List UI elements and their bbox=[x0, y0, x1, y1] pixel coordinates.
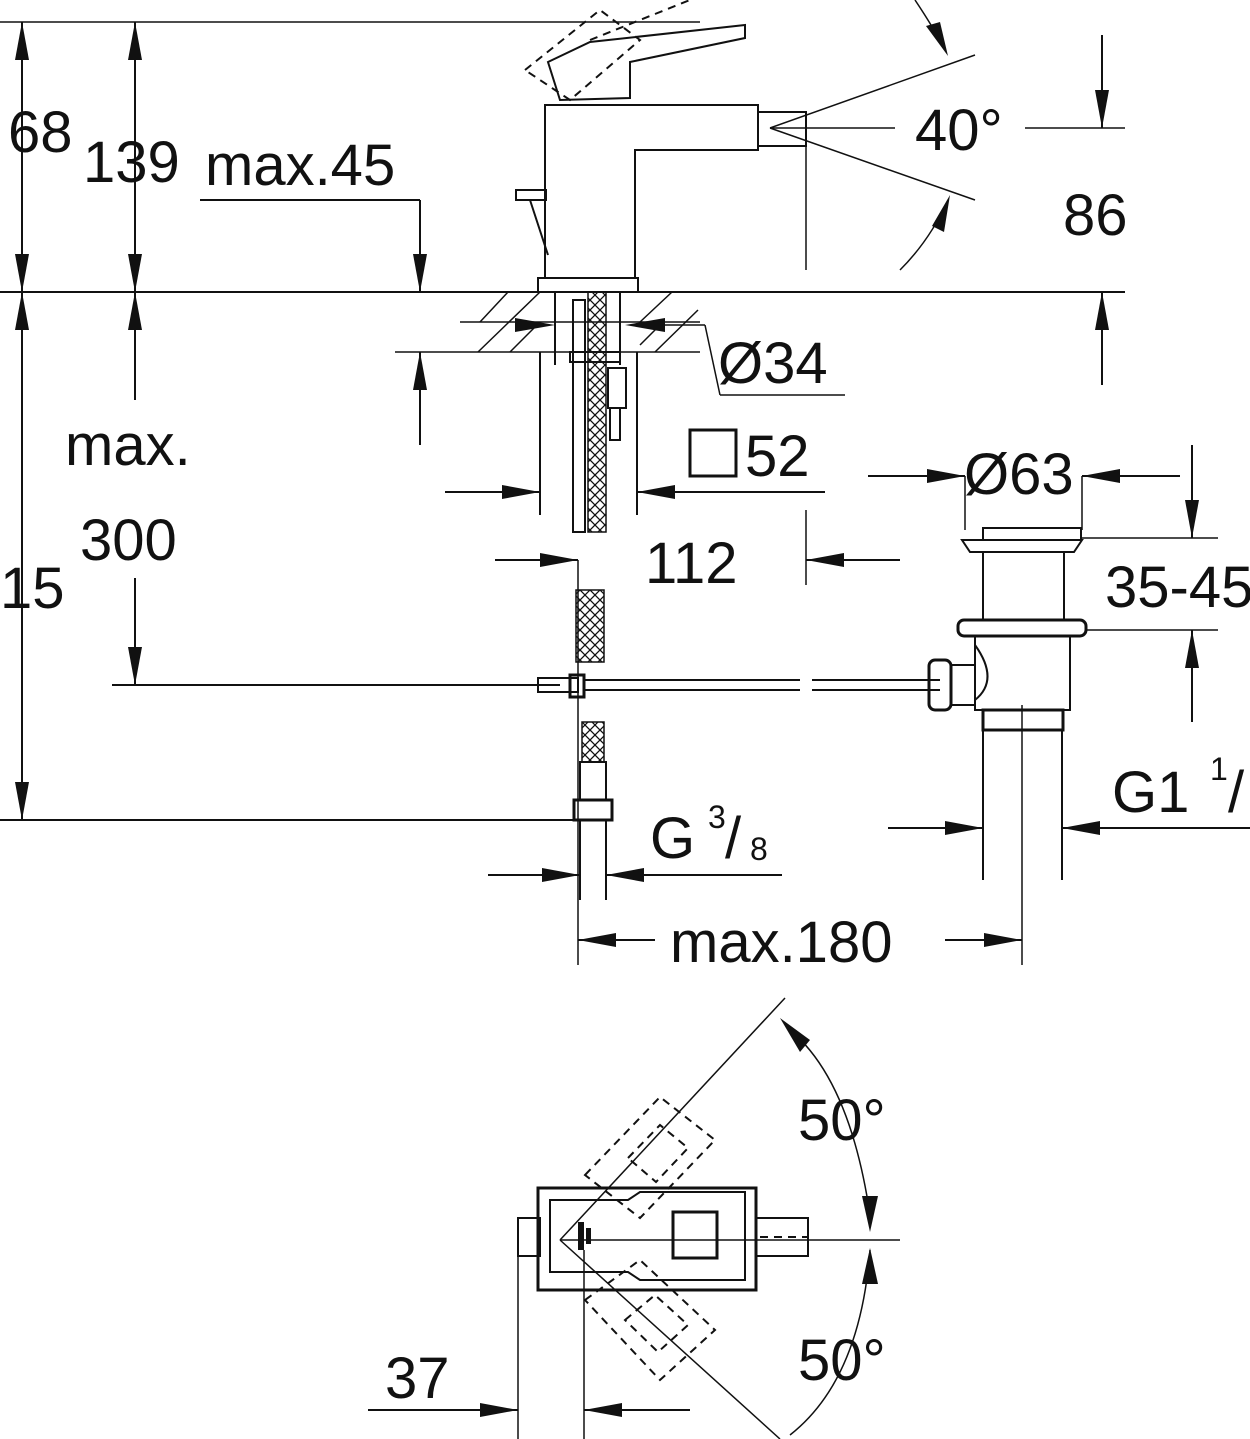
waste-valve bbox=[927, 527, 1088, 965]
square-section-dim bbox=[445, 428, 825, 499]
supply-fraction-sep: / bbox=[725, 806, 742, 871]
top-view: 50° 50° 37 bbox=[368, 997, 900, 1439]
hole-diameter-leader bbox=[515, 318, 845, 396]
supply-fraction-num: 3 bbox=[708, 799, 726, 835]
supply-thread-dim bbox=[488, 868, 782, 882]
waste-diameter-label: Ø63 bbox=[964, 442, 1074, 507]
max-180-label: max.180 bbox=[670, 910, 892, 975]
top-body bbox=[517, 1186, 809, 1292]
max-label: max. bbox=[65, 413, 191, 478]
tail-300-label: 300 bbox=[80, 508, 177, 573]
popup-linkage bbox=[537, 673, 940, 699]
left-dimension-lines bbox=[0, 21, 700, 820]
waste-thread-label: G1 bbox=[1112, 760, 1189, 825]
lever-max-leader bbox=[200, 199, 427, 292]
lever-max-label: max.45 bbox=[205, 133, 395, 198]
spout-height-label: 86 bbox=[1063, 183, 1128, 248]
waste-thread-dim bbox=[888, 821, 1250, 835]
height-139-label: 139 bbox=[83, 130, 180, 195]
deck-max-dim bbox=[413, 352, 427, 445]
side-view: 68 139 max.45 40° 86 Ø34 max. 52 Ø63 300… bbox=[0, 0, 1250, 975]
width-37-label: 37 bbox=[385, 1346, 450, 1411]
square-section-icon bbox=[688, 428, 738, 478]
waste-thread-fraction-sep: / bbox=[1228, 760, 1245, 825]
mixer-body bbox=[515, 0, 807, 293]
angle-lower-label: 50° bbox=[798, 1328, 886, 1393]
shank-and-hoses bbox=[539, 291, 638, 965]
projection-112-label: 112 bbox=[645, 531, 737, 596]
spout-height-dim bbox=[1095, 35, 1109, 385]
square-section-label: 52 bbox=[745, 424, 810, 489]
hole-diameter-label: Ø34 bbox=[718, 331, 828, 396]
spout-angle-label: 40° bbox=[915, 98, 1003, 163]
height-415-label: 15 bbox=[0, 556, 65, 621]
waste-diameter-dim bbox=[868, 469, 1180, 530]
rotated-handle-upper bbox=[583, 1095, 717, 1220]
height-168-label: 68 bbox=[8, 100, 73, 165]
spout-angle-lines bbox=[769, 0, 1125, 271]
angle-upper-label: 50° bbox=[798, 1088, 886, 1153]
supply-thread-label: G bbox=[650, 806, 695, 871]
max-180-dim bbox=[578, 933, 1022, 947]
rotated-handle-lower bbox=[583, 1258, 717, 1382]
waste-range-dim bbox=[1082, 445, 1218, 722]
waste-thread-fraction-num: 1 bbox=[1210, 751, 1228, 787]
waste-range-label: 35-45 bbox=[1105, 555, 1250, 620]
width-37-dim bbox=[368, 1250, 690, 1439]
projection-112-dim bbox=[495, 510, 900, 585]
supply-fraction-den: 8 bbox=[750, 831, 768, 867]
